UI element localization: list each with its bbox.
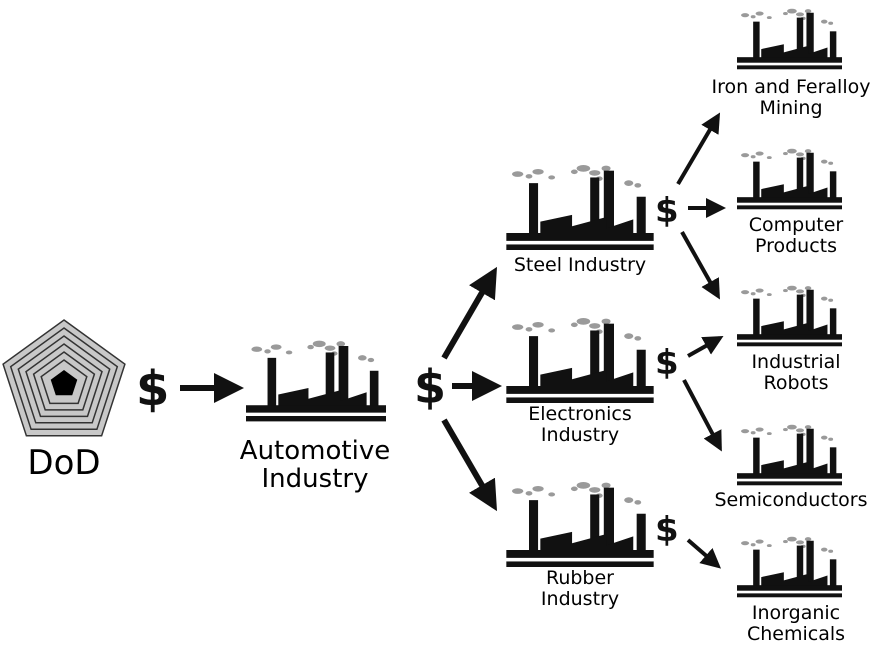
- node-label-automotive: Automotive Industry: [239, 436, 391, 495]
- factory-icon-iron-mining: [737, 8, 842, 70]
- arrow-automotive-to-steel: [441, 266, 498, 360]
- pentagon-core: [50, 370, 78, 396]
- arrow-electronics-to-robots: [687, 336, 724, 358]
- dollar-sign-dod: $: [136, 361, 169, 417]
- arrow-automotive-to-rubber: [441, 418, 498, 512]
- dollar-sign-rubber: $: [655, 510, 679, 550]
- factory-icon-electronics: [506, 318, 654, 403]
- node-label-semiconductors: Semiconductors: [714, 489, 868, 511]
- arrow-electronics-to-semiconductors: [682, 379, 722, 452]
- node-label-dod: DoD: [27, 443, 101, 483]
- node-label-chemicals: Inorganic Chemicals: [746, 602, 846, 645]
- node-label-electronics: Electronics Industry: [528, 403, 632, 446]
- factory-icon-automotive: [246, 340, 386, 422]
- factory-icon-chemicals: [737, 536, 842, 598]
- node-label-iron-mining: Iron and Feralloy Mining: [711, 76, 871, 119]
- dollar-sign-electronics: $: [655, 343, 679, 383]
- factory-icon-semiconductors: [737, 424, 842, 486]
- node-label-rubber: Rubber Industry: [540, 567, 620, 610]
- arrow-steel-to-iron-mining: [676, 112, 721, 186]
- node-label-robots: Industrial Robots: [751, 351, 841, 394]
- factory-icon-steel: [506, 165, 654, 250]
- dollar-sign-steel: $: [655, 191, 679, 231]
- arrow-rubber-to-chemicals: [686, 538, 722, 569]
- factory-icon-robots: [737, 285, 842, 347]
- arrow-steel-to-robots: [680, 231, 720, 300]
- dod-pentagon-icon: [2, 319, 126, 437]
- factory-icon-rubber: [506, 482, 654, 567]
- node-label-computer: Computer Products: [748, 214, 844, 257]
- node-label-steel: Steel Industry: [513, 254, 647, 276]
- factory-icon-computer: [737, 148, 842, 210]
- dollar-sign-automotive: $: [414, 360, 446, 414]
